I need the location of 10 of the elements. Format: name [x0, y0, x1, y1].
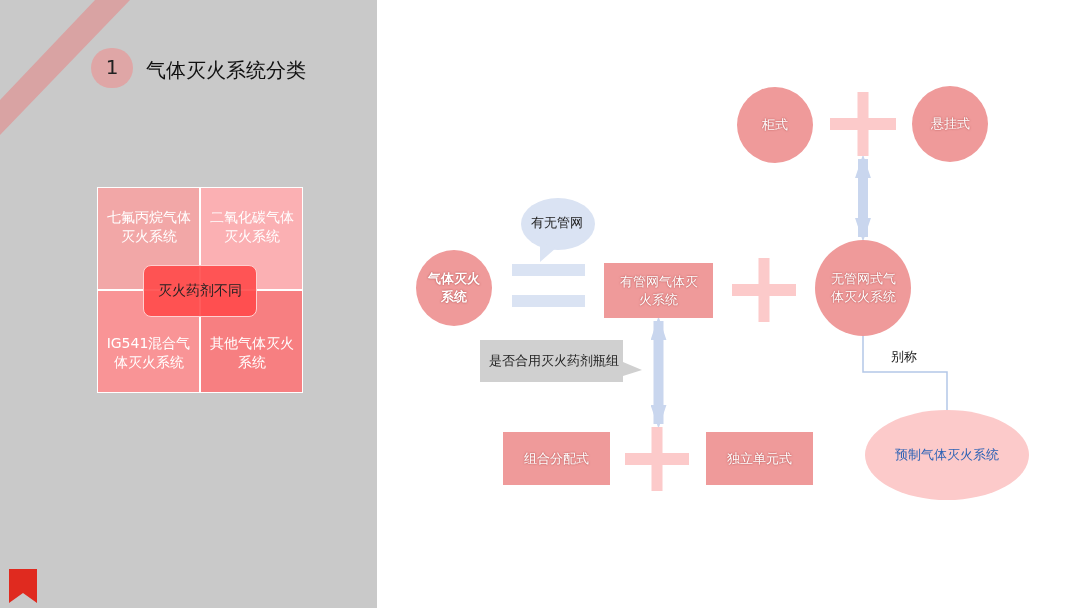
type-box: 组合分配式 — [503, 432, 610, 485]
slide-title: 气体灭火系统分类 — [146, 57, 306, 84]
connector-line — [862, 335, 948, 411]
center-label-box: 灭火药剂不同 — [143, 265, 257, 317]
system-box: 有管网气体灭火系统 — [604, 263, 713, 318]
double-arrow — [855, 155, 871, 241]
callout-box: 是否合用灭火药剂瓶组 — [480, 340, 642, 382]
double-arrow — [650, 317, 667, 428]
type-box: 独立单元式 — [706, 432, 813, 485]
alias-ellipse: 预制气体灭火系统 — [865, 410, 1029, 500]
